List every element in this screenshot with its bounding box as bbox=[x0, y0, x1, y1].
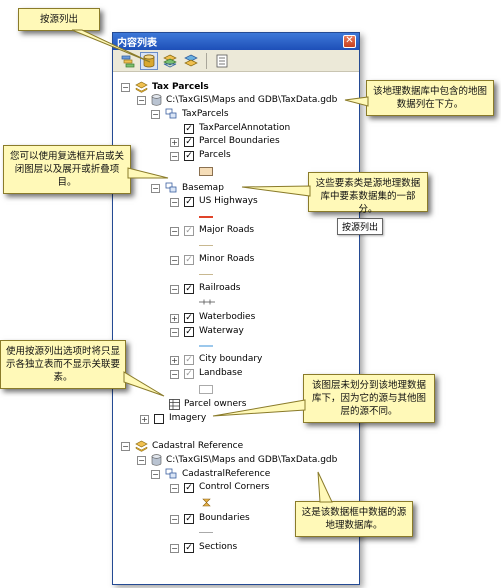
layers-order-icon bbox=[121, 55, 135, 67]
table-parcel-owners[interactable]: Parcel owners bbox=[184, 399, 247, 409]
layer-us-highways[interactable]: US Highways bbox=[199, 196, 258, 206]
expander-gdb-2[interactable]: − bbox=[137, 456, 146, 465]
checkbox-tax-annotation[interactable]: ✓ bbox=[184, 124, 194, 134]
parcel-polygon-symbol bbox=[199, 167, 213, 176]
expander-waterway[interactable]: − bbox=[170, 328, 179, 337]
callout-list-by-source: 按源列出 bbox=[18, 8, 100, 31]
layer-minor-roads[interactable]: Minor Roads bbox=[199, 254, 255, 264]
checkbox-control-corners[interactable]: ✓ bbox=[184, 483, 194, 493]
layer-waterway[interactable]: Waterway bbox=[199, 326, 244, 336]
landbase-polygon-symbol bbox=[199, 385, 213, 394]
expander-imagery[interactable]: + bbox=[140, 415, 149, 424]
expander-minor-roads[interactable]: − bbox=[170, 256, 179, 265]
checkbox-sections[interactable]: ✓ bbox=[184, 543, 194, 553]
checkbox-city-boundary[interactable]: ✓ bbox=[184, 355, 194, 365]
stacked-layers-icon bbox=[163, 54, 177, 68]
expander-major-roads[interactable]: − bbox=[170, 227, 179, 236]
railroad-line-symbol bbox=[199, 299, 215, 305]
callout-frame-source: 这是该数据框中数据的源地理数据库。 bbox=[295, 501, 413, 537]
callout-standalone-tables: 使用按源列出选项时将只显示各独立表而不显示关联要素。 bbox=[0, 340, 126, 389]
boundary-line-symbol bbox=[199, 532, 213, 533]
checkbox-landbase[interactable]: ✓ bbox=[184, 369, 194, 379]
expander-parcels[interactable]: − bbox=[170, 152, 179, 161]
checkbox-major-roads[interactable]: ✓ bbox=[184, 226, 194, 236]
callout-feature-classes: 这些要素类是源地理数据库中要素数据集的一部分。 bbox=[308, 172, 428, 215]
checkbox-waterbodies[interactable]: ✓ bbox=[184, 313, 194, 323]
window-titlebar[interactable]: 内容列表 ✕ bbox=[113, 33, 359, 50]
callout-checkbox-help: 您可以使用复选框开启或关闭图层以及展开或折叠项目。 bbox=[3, 145, 131, 194]
expander-tax-parcels[interactable]: − bbox=[121, 83, 130, 92]
table-icon bbox=[169, 399, 180, 410]
window-title: 内容列表 bbox=[117, 38, 157, 49]
feature-dataset-basemap[interactable]: Basemap bbox=[182, 183, 224, 193]
list-by-drawing-order-button[interactable] bbox=[119, 52, 137, 70]
waterway-line-symbol bbox=[199, 345, 213, 347]
expander-waterbodies[interactable]: + bbox=[170, 314, 179, 323]
layer-waterbodies[interactable]: Waterbodies bbox=[199, 312, 256, 322]
toc-toolbar bbox=[113, 50, 359, 72]
expander-railroads[interactable]: − bbox=[170, 285, 179, 294]
checkbox-waterway[interactable]: ✓ bbox=[184, 327, 194, 337]
list-by-source-button[interactable] bbox=[140, 51, 158, 70]
feature-dataset-taxparcels[interactable]: TaxParcels bbox=[182, 109, 229, 119]
data-frame-icon bbox=[135, 440, 148, 452]
checkbox-imagery[interactable] bbox=[154, 414, 164, 424]
selection-icon bbox=[184, 54, 198, 66]
expander-taxparcels-dataset[interactable]: − bbox=[151, 110, 160, 119]
layer-tax-parcel-annotation[interactable]: TaxParcelAnnotation bbox=[199, 123, 291, 133]
layer-imagery[interactable]: Imagery bbox=[169, 413, 207, 423]
callout-imagery-note: 该图层未划分到该地理数据库下，因为它的源与其他图层的源不同。 bbox=[303, 374, 435, 423]
feature-dataset-icon bbox=[165, 468, 177, 479]
options-list-icon bbox=[216, 54, 228, 67]
checkbox-us-highways[interactable]: ✓ bbox=[184, 197, 194, 207]
feature-dataset-icon bbox=[165, 108, 177, 119]
expander-boundaries[interactable]: − bbox=[170, 515, 179, 524]
close-button[interactable]: ✕ bbox=[343, 35, 356, 48]
expander-us-highways[interactable]: − bbox=[170, 198, 179, 207]
layer-landbase[interactable]: Landbase bbox=[199, 368, 243, 378]
list-by-selection-button[interactable] bbox=[182, 52, 200, 70]
options-button[interactable] bbox=[213, 52, 231, 70]
database-icon bbox=[143, 54, 155, 67]
checkbox-parcels[interactable]: ✓ bbox=[184, 151, 194, 161]
layer-parcel-boundaries[interactable]: Parcel Boundaries bbox=[199, 136, 280, 146]
layer-boundaries[interactable]: Boundaries bbox=[199, 513, 250, 523]
checkbox-railroads[interactable]: ✓ bbox=[184, 284, 194, 294]
expander-parcel-boundaries[interactable]: + bbox=[170, 138, 179, 147]
feature-dataset-cadastral[interactable]: CadastralReference bbox=[182, 469, 271, 479]
layer-city-boundary[interactable]: City boundary bbox=[199, 354, 263, 364]
data-frame-cadastral-reference[interactable]: Cadastral Reference bbox=[152, 441, 244, 451]
checkbox-boundaries[interactable]: ✓ bbox=[184, 514, 194, 524]
gdb-path-1[interactable]: C:\TaxGIS\Maps and GDB\TaxData.gdb bbox=[166, 95, 338, 105]
expander-landbase[interactable]: − bbox=[170, 370, 179, 379]
geodatabase-icon bbox=[151, 454, 162, 466]
geodatabase-icon bbox=[151, 94, 162, 106]
expander-gdb-1[interactable]: − bbox=[137, 96, 146, 105]
expander-sections[interactable]: − bbox=[170, 544, 179, 553]
toolbar-separator bbox=[206, 52, 207, 69]
layer-control-corners[interactable]: Control Corners bbox=[199, 482, 270, 492]
gdb-path-2[interactable]: C:\TaxGIS\Maps and GDB\TaxData.gdb bbox=[166, 455, 338, 465]
checkbox-parcel-boundaries[interactable]: ✓ bbox=[184, 137, 194, 147]
expander-cadastral-dataset[interactable]: − bbox=[151, 470, 160, 479]
major-road-line-symbol bbox=[199, 245, 213, 246]
expander-city-boundary[interactable]: + bbox=[170, 356, 179, 365]
control-corner-symbol bbox=[202, 498, 211, 507]
checkbox-minor-roads[interactable]: ✓ bbox=[184, 255, 194, 265]
highway-line-symbol bbox=[199, 216, 213, 218]
layer-sections[interactable]: Sections bbox=[199, 542, 238, 552]
expander-basemap[interactable]: − bbox=[151, 184, 160, 193]
data-frame-icon bbox=[135, 81, 148, 93]
layer-railroads[interactable]: Railroads bbox=[199, 283, 241, 293]
list-by-visibility-button[interactable] bbox=[161, 52, 179, 70]
minor-road-line-symbol bbox=[199, 274, 213, 275]
layer-parcels[interactable]: Parcels bbox=[199, 150, 231, 160]
expander-cadastral-reference[interactable]: − bbox=[121, 442, 130, 451]
list-by-source-tooltip: 按源列出 bbox=[337, 218, 384, 235]
feature-dataset-icon bbox=[165, 182, 177, 193]
layer-major-roads[interactable]: Major Roads bbox=[199, 225, 255, 235]
callout-gdb-contents: 该地理数据库中包含的地图数据列在下方。 bbox=[366, 80, 494, 116]
expander-control-corners[interactable]: − bbox=[170, 484, 179, 493]
data-frame-tax-parcels[interactable]: Tax Parcels bbox=[152, 82, 209, 92]
